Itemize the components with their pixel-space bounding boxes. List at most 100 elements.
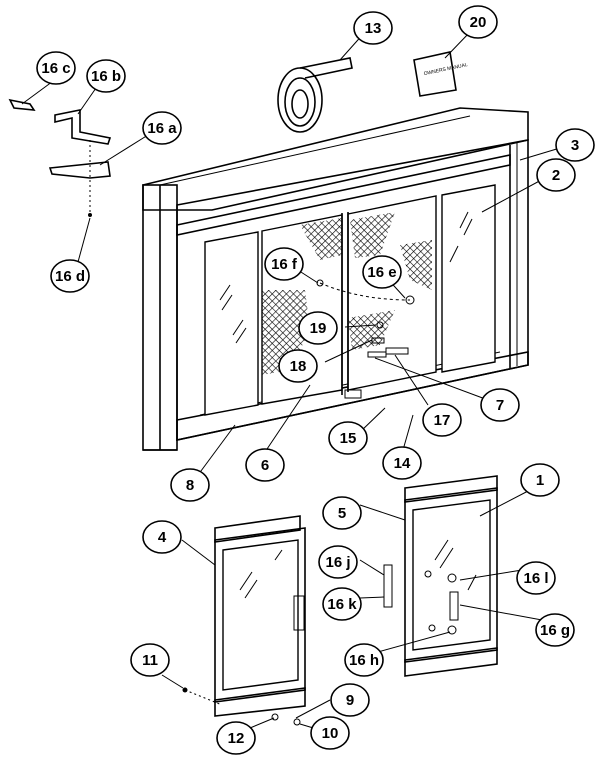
callout-label: 16 f bbox=[271, 256, 298, 273]
callout-part-15: 15 bbox=[328, 421, 368, 455]
callout-bubble bbox=[298, 311, 338, 345]
callout-part-17: 17 bbox=[422, 403, 462, 437]
callout-part-2: 2 bbox=[536, 158, 576, 192]
callout-bubble bbox=[536, 158, 576, 192]
callout-label: 9 bbox=[346, 692, 354, 709]
callout-label: 3 bbox=[571, 137, 579, 154]
callout-bubble bbox=[170, 468, 210, 502]
callout-bubble bbox=[142, 520, 182, 554]
callout-label: 20 bbox=[470, 14, 487, 31]
manual-cover-text: OWNERS MANUAL bbox=[423, 62, 468, 77]
callout-bubble bbox=[310, 716, 350, 750]
callout-bubble bbox=[330, 683, 370, 717]
callout-label: 10 bbox=[322, 725, 339, 742]
callout-bubble bbox=[422, 403, 462, 437]
callout-bubble bbox=[535, 613, 575, 647]
callout-bubble bbox=[344, 643, 384, 677]
callout-bubble bbox=[278, 349, 318, 383]
owners-manual-part-20: OWNERS MANUAL bbox=[413, 51, 469, 97]
callout-bubble bbox=[264, 247, 304, 281]
bracket-parts-16 bbox=[8, 98, 112, 217]
callout-bubble bbox=[86, 59, 126, 93]
callout-part-16h: 16 h bbox=[344, 643, 384, 677]
callout-part-9: 9 bbox=[330, 683, 370, 717]
callout-bubble bbox=[36, 51, 76, 85]
callout-label: 16 l bbox=[523, 570, 548, 587]
callout-bubble bbox=[245, 448, 285, 482]
callout-bubble bbox=[50, 259, 90, 293]
callout-part-18: 18 bbox=[278, 349, 318, 383]
callout-label: 17 bbox=[434, 412, 451, 429]
callout-bubble bbox=[362, 255, 402, 289]
callout-bubble bbox=[130, 643, 170, 677]
callout-label: 19 bbox=[310, 320, 327, 337]
callout-bubble bbox=[516, 561, 556, 595]
callout-bubble bbox=[458, 5, 498, 39]
callout-part-3: 3 bbox=[555, 128, 595, 162]
callout-label: 16 b bbox=[91, 68, 121, 85]
callout-part-20: 20 bbox=[458, 5, 498, 39]
callout-bubble bbox=[520, 463, 560, 497]
glass-panel-4 bbox=[441, 184, 496, 373]
callout-part-16c: 16 c bbox=[36, 51, 76, 85]
callout-bubble bbox=[216, 721, 256, 755]
callout-part-1: 1 bbox=[520, 463, 560, 497]
callout-part-8: 8 bbox=[170, 468, 210, 502]
callout-part-5: 5 bbox=[322, 496, 362, 530]
gasket-coil-part-13 bbox=[277, 57, 353, 133]
callout-label: 6 bbox=[261, 457, 269, 474]
callout-part-6: 6 bbox=[245, 448, 285, 482]
callout-label: 16 j bbox=[325, 554, 350, 571]
callout-label: 16 k bbox=[327, 596, 357, 613]
right-door-part-1 bbox=[383, 475, 498, 677]
callout-bubble bbox=[555, 128, 595, 162]
callout-label: 13 bbox=[365, 20, 382, 37]
callout-bubble bbox=[382, 446, 422, 480]
callout-label: 16 c bbox=[41, 60, 70, 77]
callout-part-10: 10 bbox=[310, 716, 350, 750]
glass-panel-1 bbox=[204, 231, 259, 416]
callout-label: 8 bbox=[186, 477, 194, 494]
callout-part-16j: 16 j bbox=[318, 545, 358, 579]
callout-part-4: 4 bbox=[142, 520, 182, 554]
callout-label: 16 h bbox=[349, 652, 379, 669]
leader-lines bbox=[21, 31, 561, 731]
callout-bubble bbox=[318, 545, 358, 579]
callout-bubble bbox=[322, 496, 362, 530]
callout-part-12: 12 bbox=[216, 721, 256, 755]
callout-label: 16 e bbox=[367, 264, 396, 281]
callout-part-7: 7 bbox=[480, 388, 520, 422]
callout-label: 4 bbox=[158, 529, 167, 546]
callout-part-16b: 16 b bbox=[86, 59, 126, 93]
callout-part-19: 19 bbox=[298, 311, 338, 345]
callout-part-13: 13 bbox=[353, 11, 393, 45]
left-door-part-4 bbox=[182, 515, 306, 726]
callout-label: 11 bbox=[142, 652, 158, 669]
callout-label: 2 bbox=[552, 167, 560, 184]
callout-bubble bbox=[328, 421, 368, 455]
callout-part-14: 14 bbox=[382, 446, 422, 480]
callout-part-16e: 16 e bbox=[362, 255, 402, 289]
callout-part-16k: 16 k bbox=[322, 587, 362, 621]
callout-part-16d: 16 d bbox=[50, 259, 90, 293]
callout-bubble bbox=[480, 388, 520, 422]
fireplace-frame-assembly bbox=[142, 107, 529, 451]
callout-label: 16 a bbox=[147, 120, 177, 137]
callout-part-16a: 16 a bbox=[142, 111, 182, 145]
callout-label: 5 bbox=[338, 505, 346, 522]
callout-part-16f: 16 f bbox=[264, 247, 304, 281]
callout-bubble bbox=[142, 111, 182, 145]
callout-label: 12 bbox=[228, 730, 245, 747]
callout-label: 7 bbox=[496, 397, 504, 414]
callout-bubble bbox=[322, 587, 362, 621]
callout-label: 15 bbox=[340, 430, 357, 447]
callout-label: 16 g bbox=[540, 622, 570, 639]
callout-label: 16 d bbox=[55, 268, 85, 285]
callout-part-16l: 16 l bbox=[516, 561, 556, 595]
callout-label: 1 bbox=[536, 472, 544, 489]
callout-part-16g: 16 g bbox=[535, 613, 575, 647]
callout-label: 18 bbox=[290, 358, 307, 375]
callout-label: 14 bbox=[394, 455, 411, 472]
